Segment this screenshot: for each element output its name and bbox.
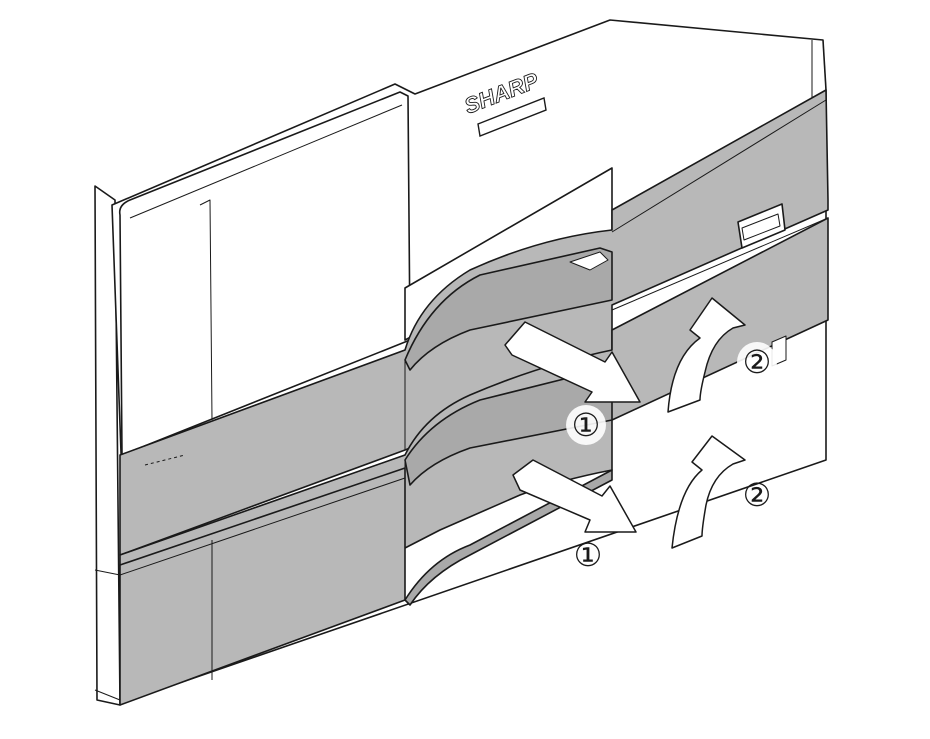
upper-step-pull-label: ① [572, 406, 601, 444]
step-label-bg [737, 342, 777, 382]
upper-paper-tray [119, 89, 829, 556]
upper-lift-up-arrow-icon [667, 297, 746, 413]
step-label-bg [566, 405, 606, 445]
step-labels: ① ② ① ② [566, 342, 777, 574]
upper-step-lift-label: ② [743, 343, 772, 381]
label-plate [477, 97, 547, 137]
upper-pull-out-arrow-icon [504, 321, 641, 403]
lower-step-pull-label: ① [574, 536, 603, 574]
lower-lift-up-arrow-icon [671, 435, 746, 549]
lower-step-lift-label: ② [743, 476, 772, 514]
lower-pull-out-arrow-icon [512, 459, 637, 533]
